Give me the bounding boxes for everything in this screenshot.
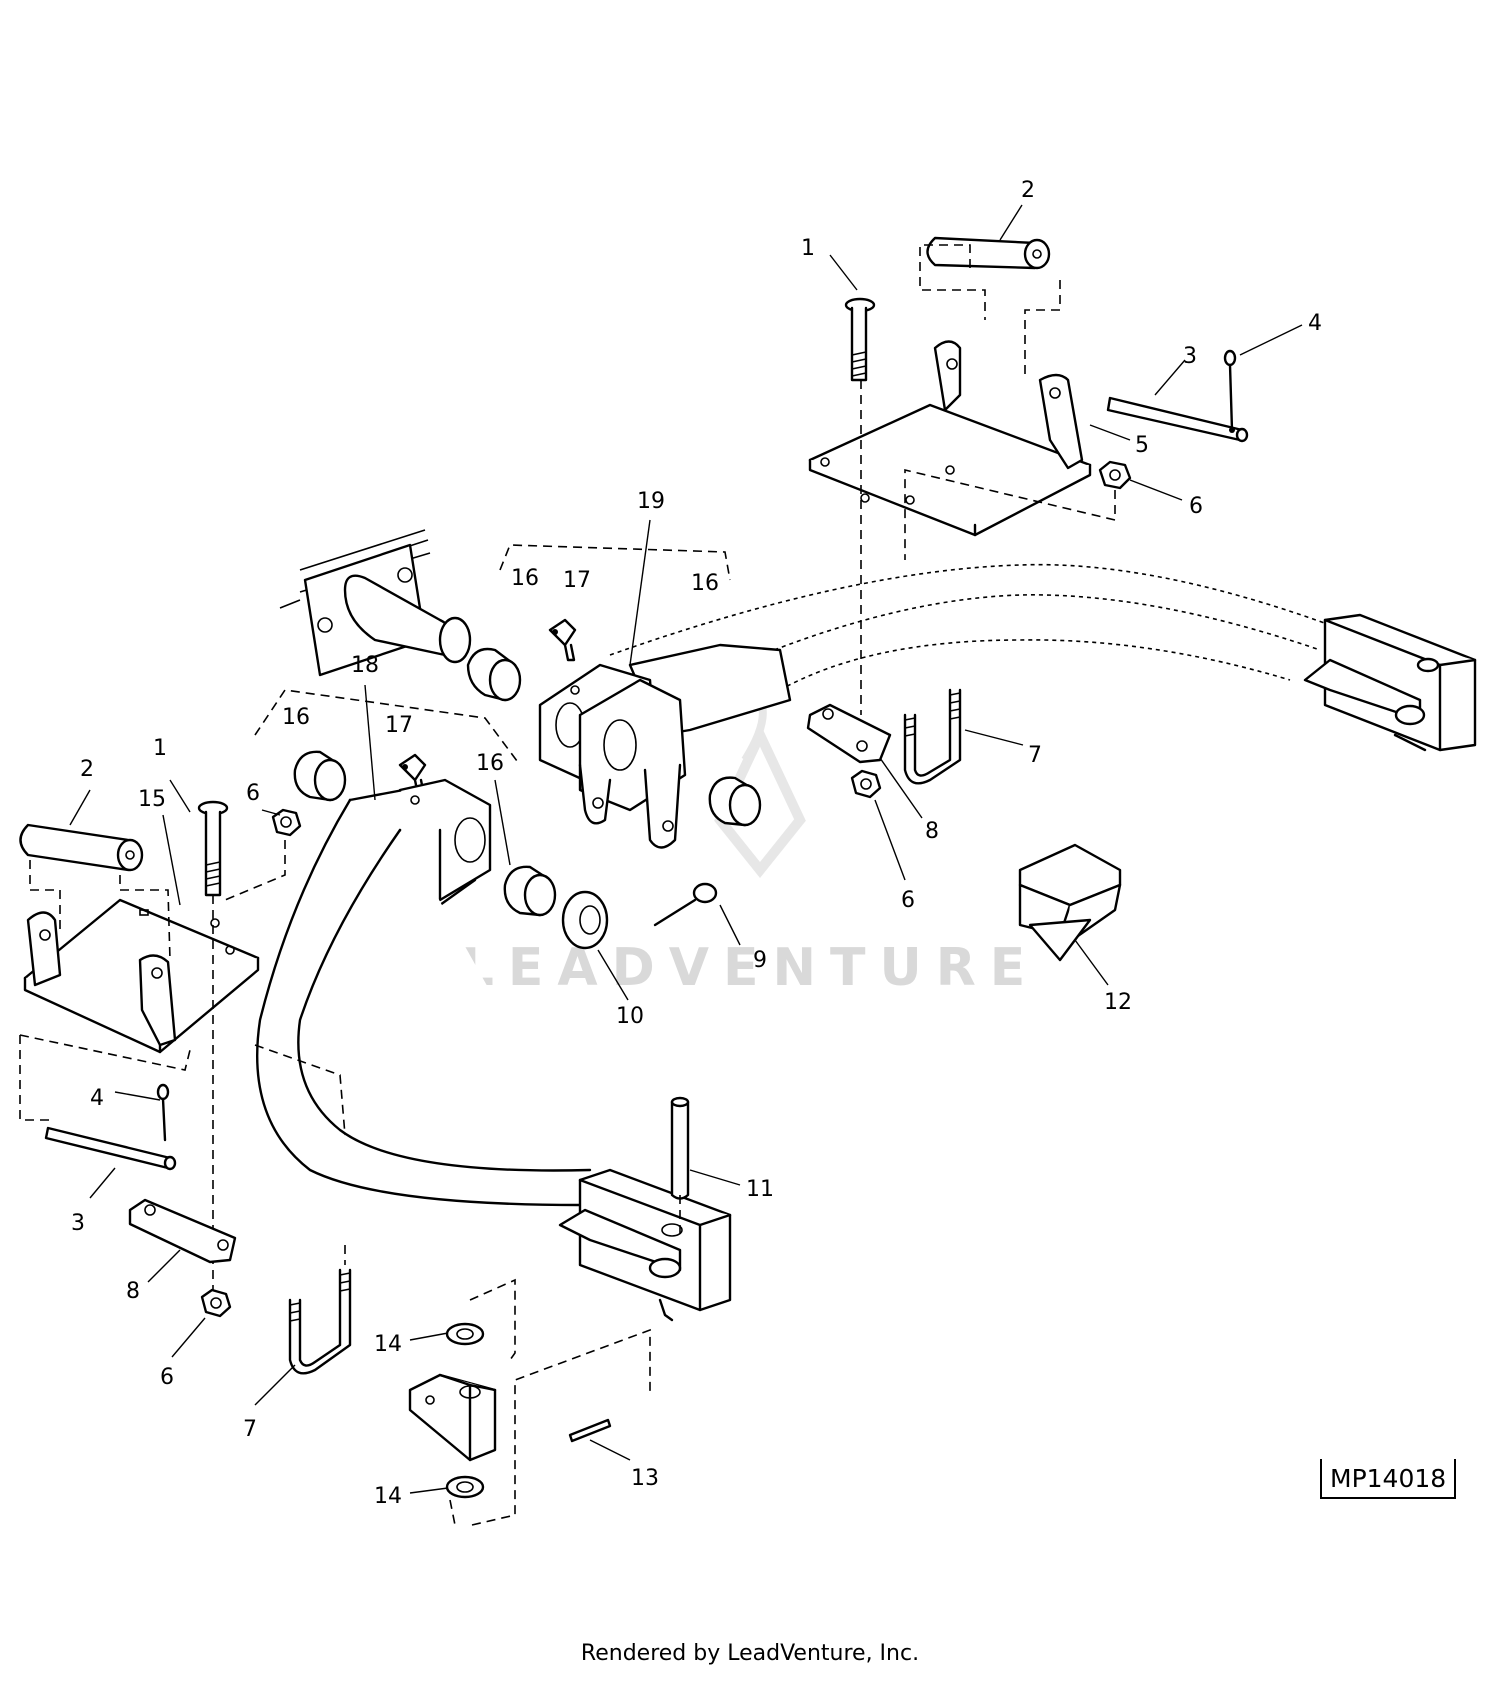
callout-17: 17 [563, 568, 591, 593]
phantom-line [469, 1278, 516, 1361]
upper-roller [926, 236, 1051, 270]
hex-nut-right [850, 769, 882, 799]
callout-9: 9 [753, 948, 767, 973]
callout-1: 1 [153, 736, 167, 761]
callout-14: 14 [374, 1484, 402, 1509]
callout-6: 6 [1189, 494, 1203, 519]
hitch-pin-11 [670, 1096, 690, 1200]
phantom-line [449, 1499, 456, 1526]
hinge-block [408, 1373, 497, 1462]
callout-15: 15 [138, 787, 166, 812]
u-bolt-right [903, 688, 962, 785]
roll-pin-13 [568, 1418, 612, 1443]
phantom-line [254, 1044, 346, 1136]
strap-plate-left [128, 1198, 237, 1264]
phantom-line [1024, 280, 1061, 380]
callout-7: 7 [243, 1417, 257, 1442]
frame-stub [279, 529, 472, 677]
phantom-line [29, 860, 61, 930]
pin-lower [44, 1126, 177, 1171]
bushing-a [466, 647, 522, 702]
strap-plate-right [806, 703, 892, 764]
callout-6: 6 [901, 888, 915, 913]
cotter-pin-upper [1223, 349, 1237, 433]
callout-3: 3 [71, 1211, 85, 1236]
callout-19: 19 [637, 489, 665, 514]
drawbar-phantom-outline [609, 563, 1331, 706]
watermark-text: LEADVENTURE [461, 938, 1040, 998]
carriage-bolt-lower [197, 800, 229, 897]
footer-credit: Rendered by LeadVenture, Inc. [580, 1641, 920, 1666]
callout-2: 2 [80, 757, 94, 782]
pivot-bracket-19 [538, 643, 792, 849]
callout-1: 1 [801, 236, 815, 261]
lower-mount-bracket-15 [23, 898, 260, 1054]
callout-6: 6 [160, 1365, 174, 1390]
drawbar-18 [256, 778, 602, 1207]
callout-16: 16 [511, 566, 539, 591]
callout-4: 4 [1308, 311, 1322, 336]
callout-3: 3 [1183, 344, 1197, 369]
phantom-line [19, 1035, 55, 1121]
callout-2: 2 [1021, 178, 1035, 203]
callout-16: 16 [691, 571, 719, 596]
phantom-line [224, 840, 286, 901]
front-hitch-clevis [558, 1168, 732, 1322]
phantom-line [919, 244, 986, 320]
callout-18: 18 [351, 653, 379, 678]
callout-11: 11 [746, 1177, 774, 1202]
rear-clevis [1303, 613, 1477, 752]
pin-upper [1106, 396, 1249, 443]
callout-8: 8 [126, 1279, 140, 1304]
callout-6: 6 [246, 781, 260, 806]
callout-17: 17 [385, 713, 413, 738]
callout-4: 4 [90, 1086, 104, 1111]
callout-10: 10 [616, 1004, 644, 1029]
grease-fitting-a [548, 618, 577, 662]
u-bolt-left [288, 1268, 352, 1375]
callout-13: 13 [631, 1466, 659, 1491]
callout-5: 5 [1135, 433, 1149, 458]
callout-16: 16 [282, 705, 310, 730]
phantom-line [499, 544, 731, 581]
callout-8: 8 [925, 819, 939, 844]
hex-nut-upper [1098, 460, 1132, 490]
phantom-line [904, 468, 1116, 560]
callout-12: 12 [1104, 990, 1132, 1015]
hex-nut-left-bottom [200, 1288, 232, 1318]
bushing-d [503, 865, 557, 917]
phantom-line [471, 1328, 651, 1526]
phantom-line [254, 689, 521, 766]
upper-mount-bracket [808, 340, 1092, 537]
washer-10 [561, 890, 609, 950]
leader-lines [69, 204, 1303, 1494]
phantom-line [19, 1034, 191, 1071]
cotter-pin-lower [156, 1083, 170, 1142]
detent-pin-9 [653, 882, 718, 927]
phantom-line [119, 875, 171, 961]
lower-roller [19, 823, 144, 872]
clip-12 [1018, 843, 1122, 962]
carriage-bolt-upper [844, 297, 876, 382]
callout-16: 16 [476, 751, 504, 776]
bushing-c [708, 776, 762, 827]
diagram-code-label: MP14018 [1320, 1459, 1457, 1499]
washer-lower-14 [445, 1475, 485, 1499]
washer-upper-14 [445, 1322, 485, 1346]
callout-14: 14 [374, 1332, 402, 1357]
hex-nut-left-top [271, 808, 302, 837]
bushing-b [293, 750, 347, 802]
callout-7: 7 [1028, 743, 1042, 768]
